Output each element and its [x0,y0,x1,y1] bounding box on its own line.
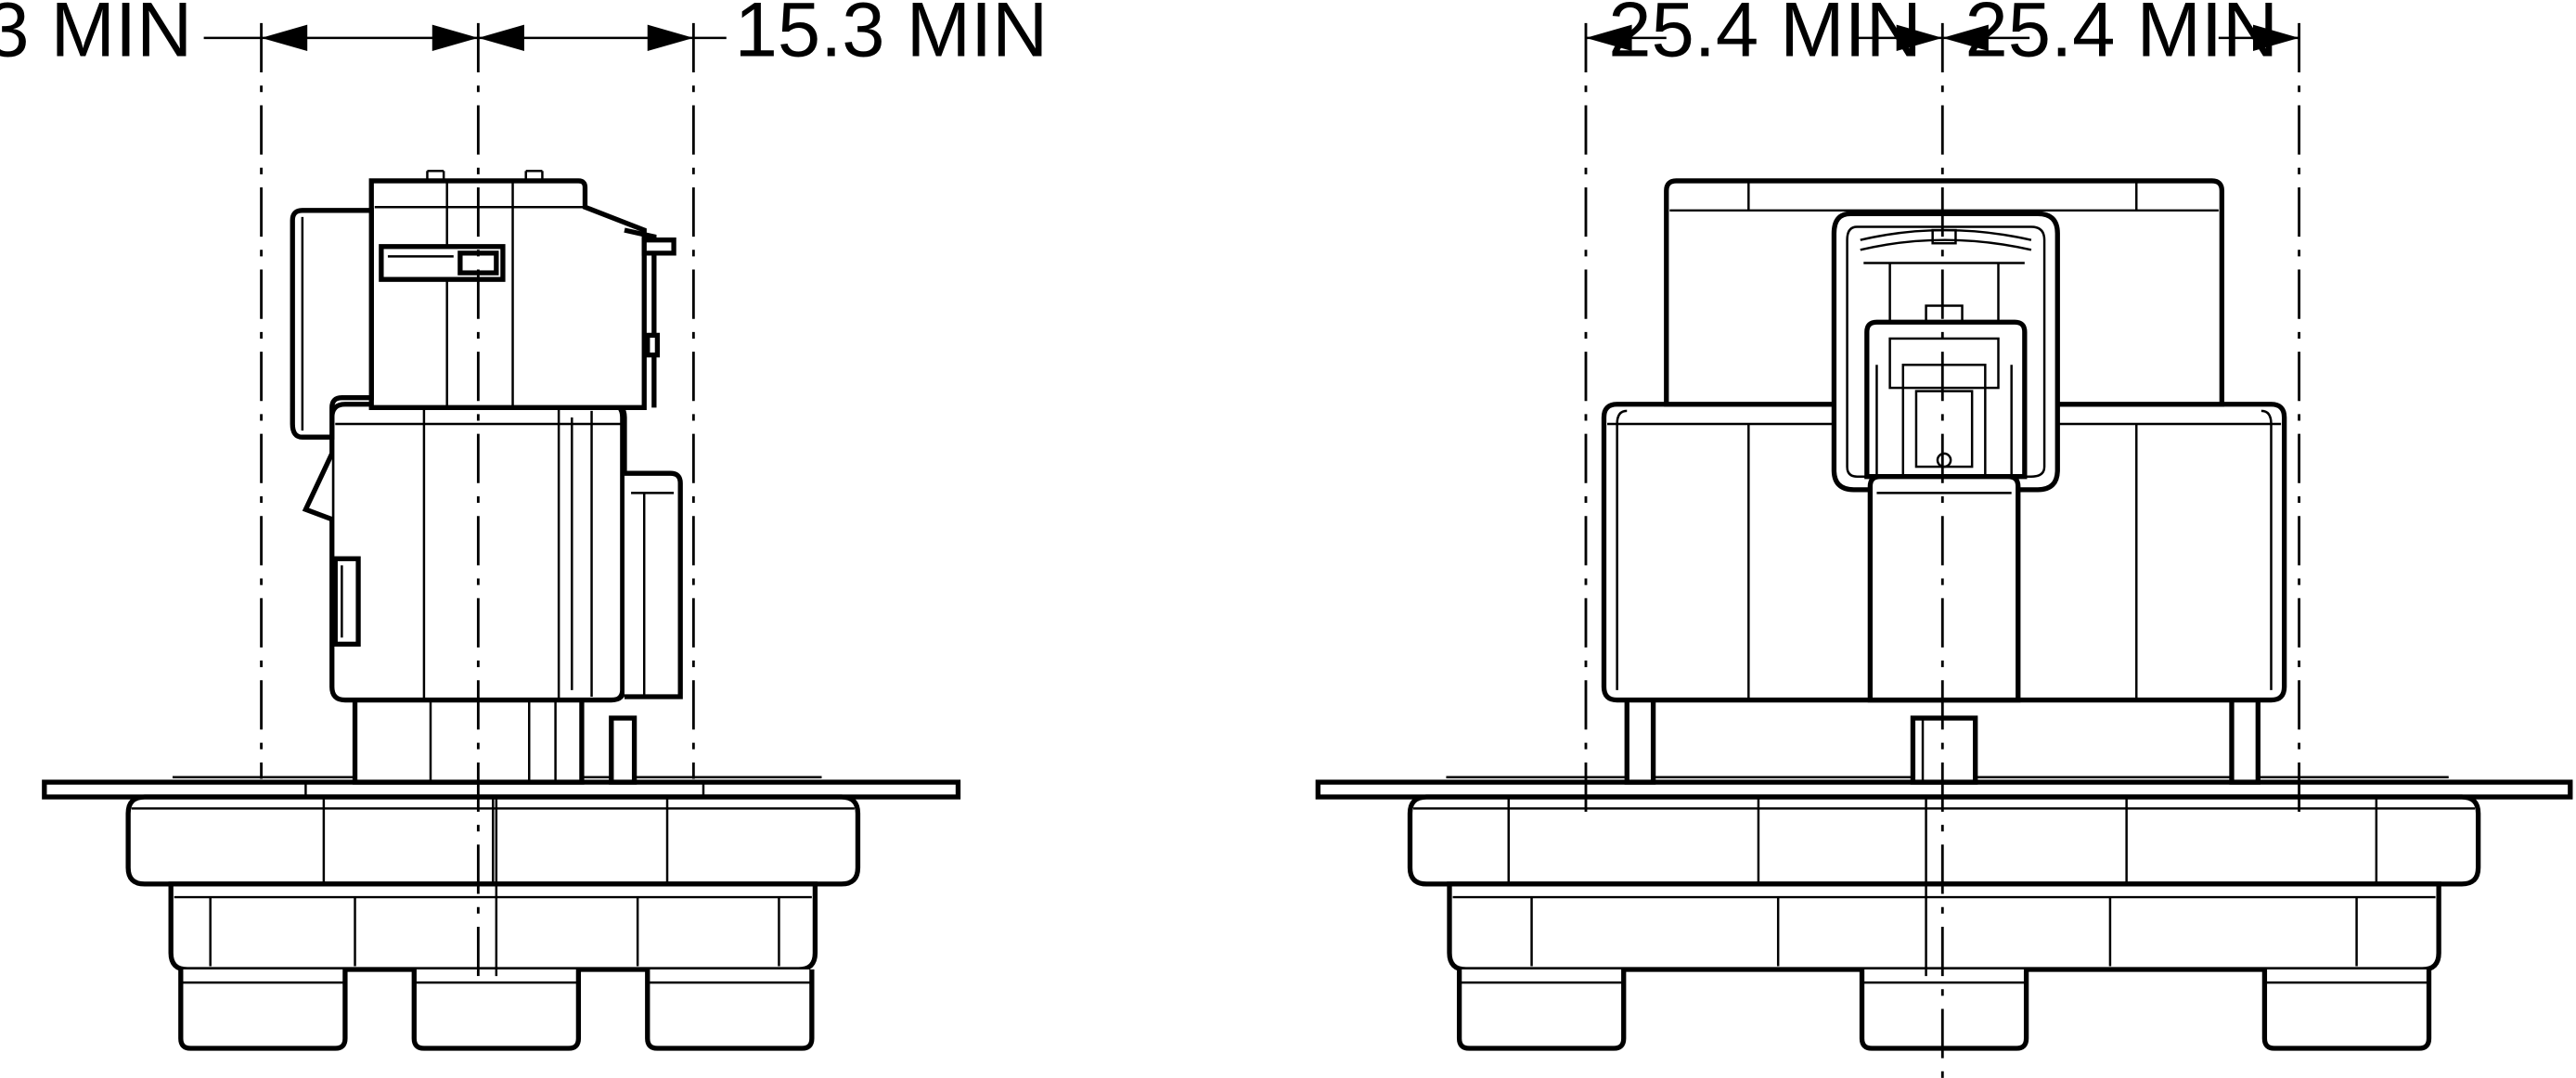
right-centerline [1584,22,2301,1078]
right-flange [1407,794,2481,972]
left-dimension: 15.3 MIN 15.3 MIN [0,0,1048,72]
left-dim-label-right: 15.3 MIN [735,0,1049,72]
right-dim-label-right: 25.4 MIN [1965,0,2279,72]
left-centerline [260,22,695,977]
left-rear-latch [624,470,683,699]
right-latch-assembly [1831,211,2060,493]
left-main-body [302,402,627,703]
right-front-view: 25.4 MIN 25.4 MIN [1315,0,2573,1078]
right-dimension: 25.4 MIN 25.4 MIN [1585,0,2299,72]
left-flange [125,794,861,972]
right-bottom-bosses [1456,969,2432,1051]
right-dim-label-left: 25.4 MIN [1608,0,1922,72]
left-dim-label-left: 15.3 MIN [0,0,192,72]
left-bottom-bosses [178,969,815,1051]
left-side-view: 15.3 MIN 15.3 MIN [0,0,1048,1051]
left-posts [304,694,705,798]
right-posts [1624,694,2260,785]
right-connector-stem [1867,474,2021,703]
left-upper-housing [290,170,676,440]
